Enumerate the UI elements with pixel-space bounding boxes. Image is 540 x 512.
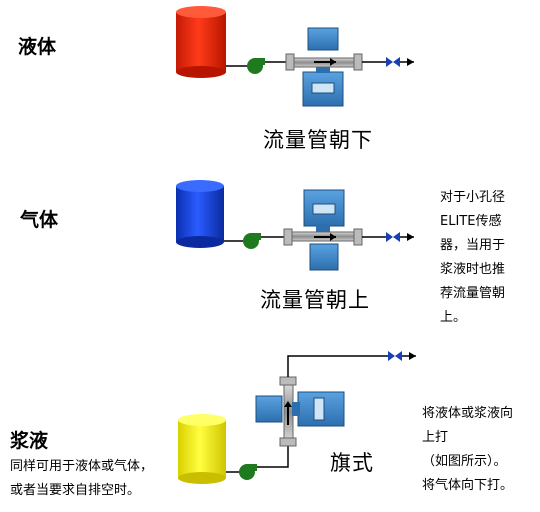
gas-note: 对于小孔径 ELITE传感 器，当用于 浆液时也推 荐流量管朝 上。 xyxy=(440,186,505,330)
liquid-label: 液体 xyxy=(18,36,57,58)
gas-note-line: 上。 xyxy=(440,310,467,325)
slurry-note-right: 将液体或浆液向 上打 （如图所示）。 将气体向下打。 xyxy=(422,402,513,498)
gas-label: 气体 xyxy=(20,209,59,231)
gas-system xyxy=(176,180,414,271)
pipe xyxy=(287,355,388,377)
flow-arrow-icon xyxy=(407,58,414,66)
slurry-caption: 旗式 xyxy=(330,451,374,475)
flowmeter-flag-mount xyxy=(255,376,345,447)
flowmeter-tubes-up xyxy=(283,189,363,271)
flow-arrow-icon xyxy=(407,233,414,241)
pump-icon xyxy=(243,233,261,249)
slurry-note-left: 同样可用于液体或气体， 或者当要求自排空时。 xyxy=(10,455,153,503)
pipe xyxy=(257,446,289,468)
slurry-tank xyxy=(178,414,226,484)
slurry-note-right-line: 将液体或浆液向 xyxy=(422,406,514,421)
valve-icon xyxy=(386,232,400,242)
pump-icon xyxy=(239,464,257,480)
valve-icon xyxy=(388,351,402,361)
valve-icon xyxy=(386,57,400,67)
slurry-note-right-line: 上打 xyxy=(422,430,449,445)
gas-note-line: 荐流量管朝 xyxy=(440,286,506,301)
slurry-note-left-line: 同样可用于液体或气体， xyxy=(10,459,154,474)
slurry-note-right-line: （如图所示）。 xyxy=(422,454,507,469)
gas-note-line: ELITE传感 xyxy=(440,214,502,229)
gas-caption: 流量管朝上 xyxy=(260,288,370,312)
gas-note-line: 对于小孔径 xyxy=(440,190,506,205)
flow-arrow-icon xyxy=(409,352,416,360)
liquid-tank xyxy=(176,6,226,78)
slurry-note-left-line: 或者当要求自排空时。 xyxy=(10,483,141,498)
pump-icon xyxy=(247,58,265,74)
slurry-note-right-line: 将气体向下打。 xyxy=(422,478,514,493)
slurry-label: 浆液 xyxy=(10,430,49,452)
liquid-caption: 流量管朝下 xyxy=(263,128,373,152)
liquid-system xyxy=(176,6,414,107)
gas-note-line: 浆液时也推 xyxy=(440,262,506,277)
flowmeter-tubes-down xyxy=(285,27,363,107)
gas-tank xyxy=(176,180,224,248)
slurry-system xyxy=(178,351,416,484)
gas-note-line: 器，当用于 xyxy=(440,238,506,253)
